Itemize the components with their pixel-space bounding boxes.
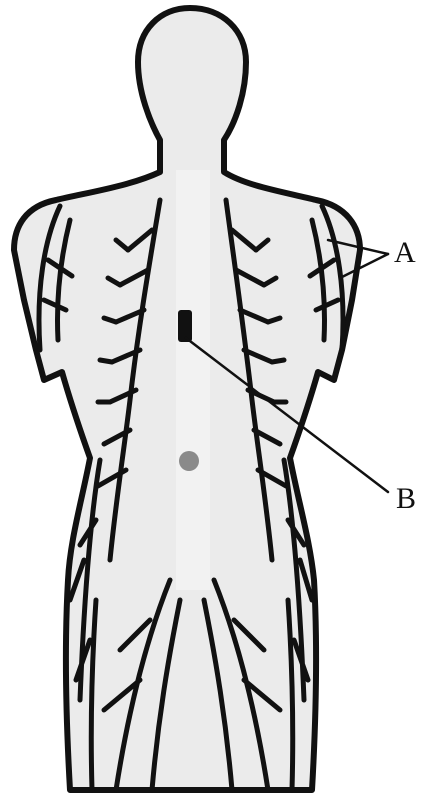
grey-spot	[179, 451, 199, 471]
label-a: A	[394, 238, 416, 268]
spinal-marker-bar	[178, 310, 192, 342]
label-b: B	[396, 484, 416, 514]
spinal-column	[176, 170, 210, 590]
